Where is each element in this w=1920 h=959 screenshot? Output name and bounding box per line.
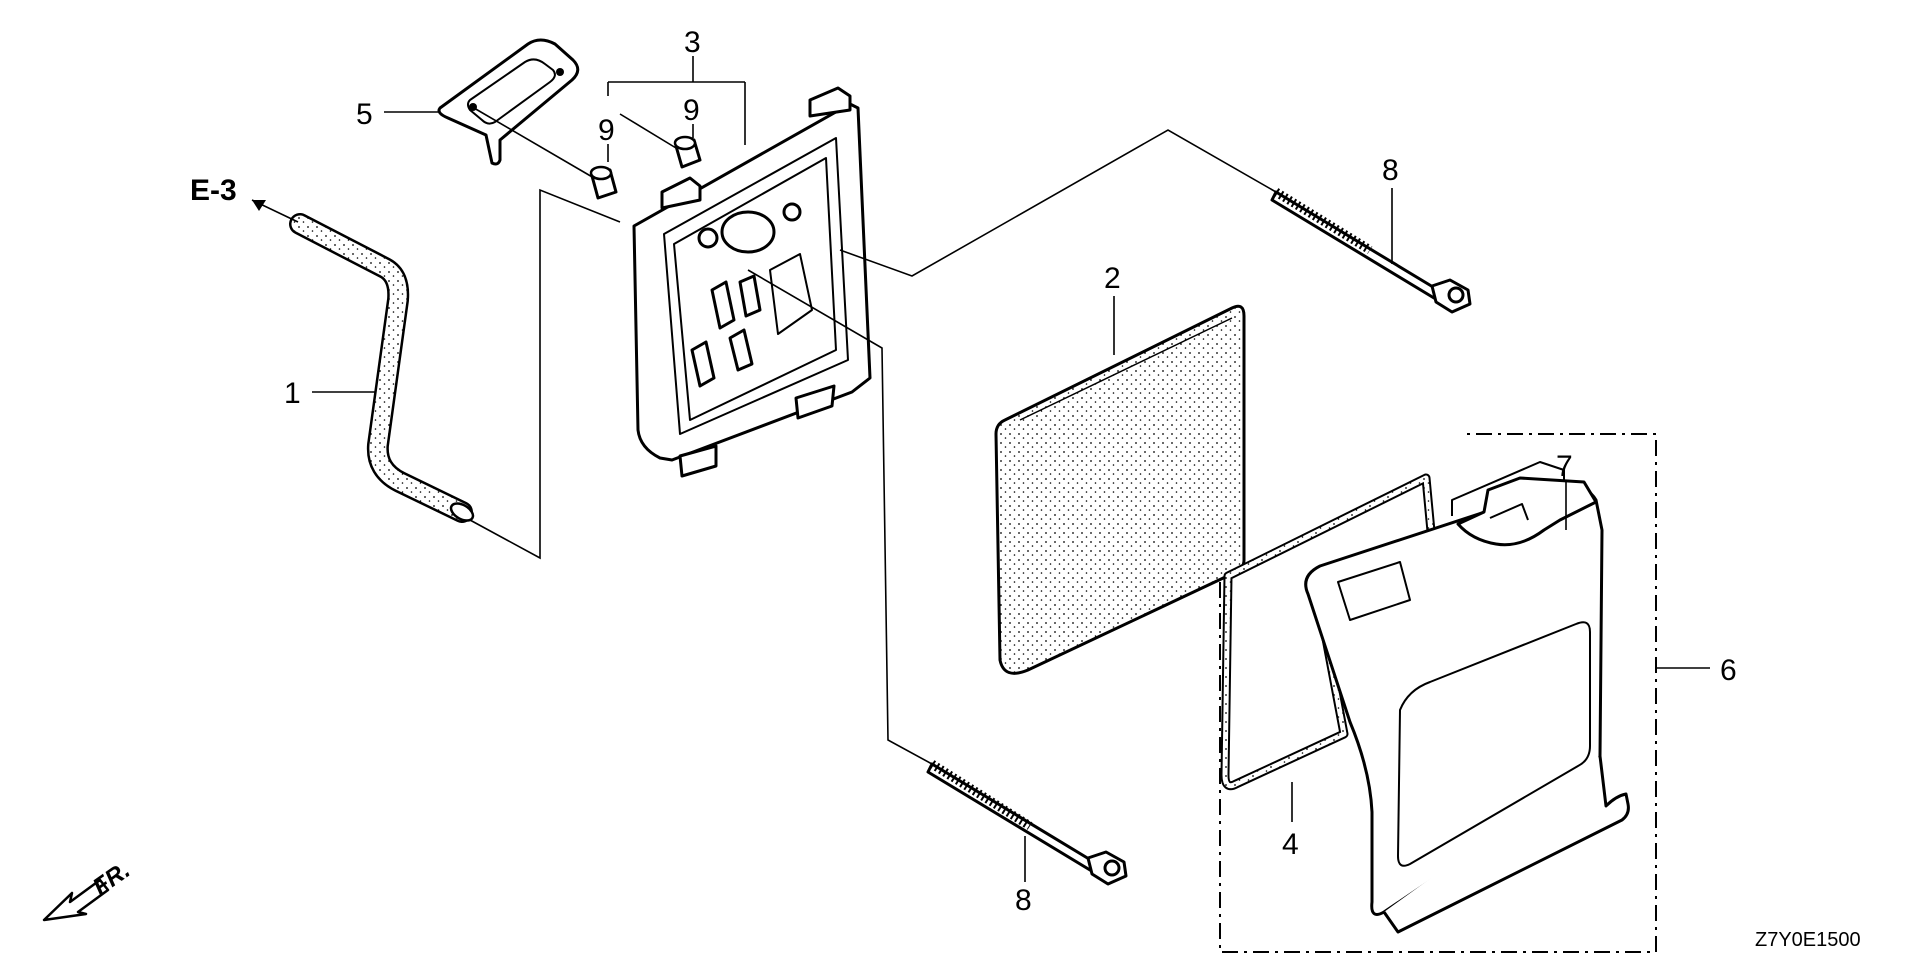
reference-label: E-3 [190,174,237,207]
front-direction-arrow: FR. [42,857,135,922]
callout-9-lower: 9 [598,114,615,147]
callout-1: 1 [284,377,301,410]
callout-4: 4 [1282,828,1299,861]
air-cleaner-case [632,86,872,478]
callout-2: 2 [1104,262,1121,295]
collar-lower [589,165,618,200]
arrow-head-icon [252,200,266,211]
bolt-upper [1270,188,1472,314]
breather-tube [289,213,475,523]
callout-7: 7 [1556,450,1573,483]
callout-6: 6 [1720,654,1737,687]
leader-lines [251,56,1710,953]
callout-9-upper: 9 [683,94,700,127]
collar-upper [673,135,702,169]
callout-8-lower: 8 [1015,884,1032,917]
callout-3: 3 [684,26,701,59]
air-cleaner-cover [1304,461,1630,934]
drawing-code: Z7Y0E1500 [1755,929,1861,951]
gasket-plate [437,38,580,166]
bolt-lower [926,760,1128,886]
callout-5: 5 [356,98,373,131]
callout-8-upper: 8 [1382,154,1399,187]
foam-element [994,304,1246,675]
front-arrow-icon [42,878,110,922]
